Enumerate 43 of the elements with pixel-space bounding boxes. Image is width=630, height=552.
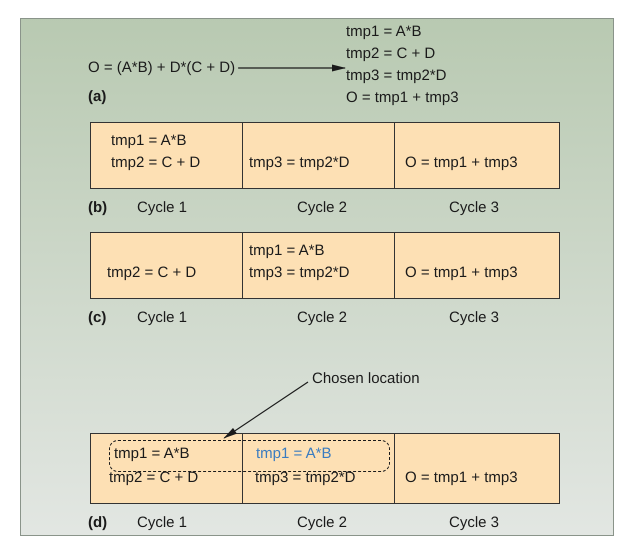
panel-label: (d) (88, 514, 108, 531)
equation-text: tmp3 = tmp2*D (249, 263, 350, 283)
equation-text: tmp2 = C + D (109, 468, 200, 488)
equation-text: tmp1 = A*B (114, 445, 190, 462)
arrow (238, 64, 346, 72)
cycle-cell (242, 433, 395, 504)
cycle-label: Cycle 3 (449, 514, 500, 531)
cycle-cell (90, 122, 243, 189)
cycle-cell (90, 232, 243, 299)
panel-label: (b) (88, 199, 108, 216)
cycle-label: Cycle 1 (137, 514, 188, 531)
cycle-label: Cycle 3 (449, 199, 500, 216)
equation-text: O = tmp1 + tmp3 (405, 468, 519, 488)
equation-text: O = (A*B) + D*(C + D) (88, 58, 236, 78)
equation-text: tmp3 = tmp2*D (255, 468, 356, 488)
cycle-cell (242, 232, 395, 299)
equation-text: tmp1 = A*B (256, 445, 332, 462)
cycle-label: Cycle 3 (449, 309, 500, 326)
equation-text: tmp1 = A*B (346, 22, 422, 42)
leader-line (223, 382, 308, 439)
equation-text: tmp1 = A*B (111, 131, 188, 151)
callout-text: Chosen location (312, 369, 420, 389)
cycle-cell (90, 433, 243, 504)
cycle-label: Cycle 1 (137, 309, 188, 326)
equation-text: tmp3 = tmp2*D (249, 153, 350, 173)
equation-text: tmp2 = C + D (346, 44, 436, 64)
equation-text: O = tmp1 + tmp3 (405, 153, 519, 173)
panel-label: (c) (88, 309, 106, 326)
equation-text: O = tmp1 + tmp3 (405, 263, 519, 283)
cycle-label: Cycle 2 (297, 199, 348, 216)
equation-text: tmp2 = C + D (111, 153, 202, 173)
cycle-label: Cycle 2 (297, 309, 348, 326)
cycle-cell (242, 122, 395, 189)
cycle-label: Cycle 1 (137, 199, 188, 216)
cycle-cell (394, 122, 560, 189)
cycle-label: Cycle 2 (297, 514, 348, 531)
equation-text: tmp1 = A*B (249, 241, 326, 261)
equation-text: tmp3 = tmp2*D (346, 66, 448, 86)
equation-text: O = tmp1 + tmp3 (346, 88, 459, 108)
cycle-cell (394, 232, 560, 299)
panel-label: (a) (88, 88, 106, 105)
equation-text: tmp2 = C + D (107, 263, 198, 283)
cycle-cell (394, 433, 560, 504)
